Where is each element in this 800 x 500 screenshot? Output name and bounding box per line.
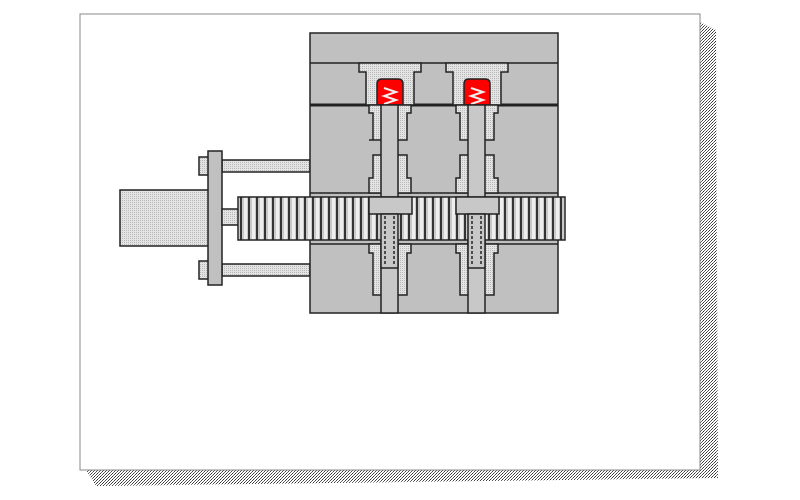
thread-icon <box>467 87 487 105</box>
tie-rod-lower <box>221 263 311 277</box>
drive-shaft <box>221 208 240 226</box>
pinion-right <box>455 196 500 269</box>
molded-cap <box>463 78 491 106</box>
thread-icon <box>380 87 400 105</box>
motor-cylinder <box>119 189 211 247</box>
pinion-hub <box>467 213 486 269</box>
pinion-gear <box>368 196 413 215</box>
mold-plates <box>309 32 559 314</box>
mold <box>237 32 566 314</box>
tie-rod-upper <box>221 159 311 173</box>
pinion-gear <box>455 196 500 215</box>
molded-cap <box>376 78 404 106</box>
mounting-plate <box>207 150 223 286</box>
drive-unit <box>119 150 311 286</box>
pinion-left <box>368 196 413 269</box>
pinion-hub <box>380 213 399 269</box>
